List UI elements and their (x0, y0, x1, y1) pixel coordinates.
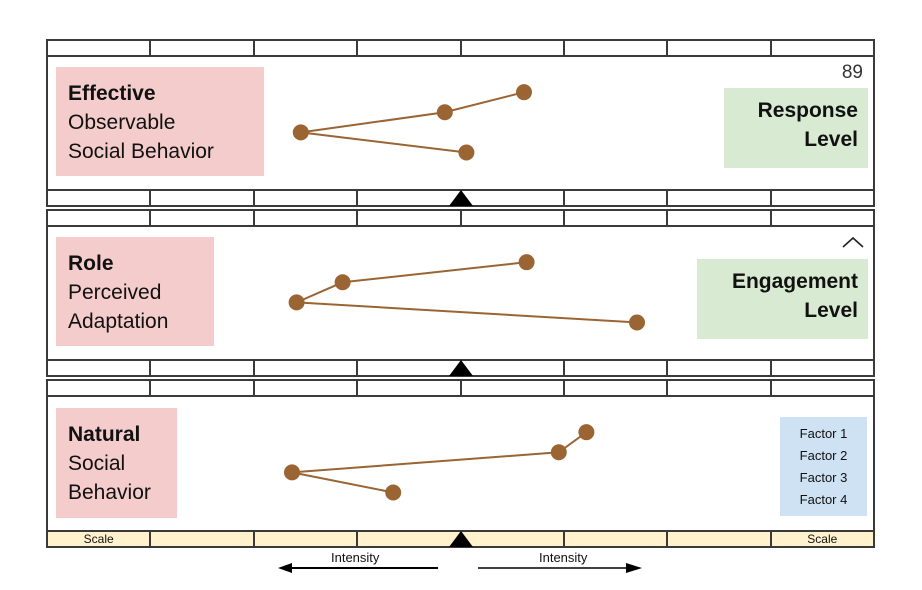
panel-effective: Effective Observable Social Behavior 89 … (46, 39, 875, 207)
top-bar (48, 381, 873, 397)
arrow-right-icon (478, 563, 642, 573)
label-line: Perceived (68, 281, 162, 304)
factor-item: Factor 3 (799, 470, 848, 485)
series-line (291, 431, 587, 494)
label-box: Effective Observable Social Behavior (56, 67, 264, 176)
label-line: Adaptation (68, 310, 169, 333)
scale-label-left: Scale (48, 532, 152, 546)
factor-item: Factor 1 (799, 426, 848, 441)
center-marker-icon (449, 190, 473, 206)
label-title: Effective (68, 82, 156, 105)
panel-natural: Natural Social Behavior Factor 1 Factor … (46, 379, 875, 548)
center-marker-icon (449, 360, 473, 376)
label-title: Role (68, 252, 114, 275)
data-point (292, 124, 309, 141)
data-point (516, 84, 532, 101)
data-point (629, 314, 645, 331)
label-line: Observable (68, 111, 176, 134)
data-point (458, 144, 475, 161)
label-line: Behavior (68, 481, 151, 504)
data-point (578, 424, 595, 441)
level-line: Engagement (731, 270, 858, 293)
scale-label-right: Scale (807, 532, 838, 546)
label-line: Social Behavior (68, 140, 214, 163)
data-point (288, 294, 305, 311)
label-line: Social (68, 452, 126, 475)
score-badge: 89 (841, 62, 863, 83)
series-line (296, 261, 638, 324)
intensity-label-right: Intensity (539, 550, 588, 565)
data-point (334, 274, 351, 291)
level-box: Response Level (724, 88, 868, 168)
level-line: Level (804, 299, 858, 322)
level-box: Engagement Level (697, 259, 868, 339)
data-point (518, 254, 535, 271)
factor-item: Factor 2 (799, 448, 848, 463)
panel-role: Role Perceived Adaptation Engagement Lev… (46, 209, 875, 377)
data-point (284, 464, 300, 481)
data-point (436, 104, 453, 121)
top-bar (48, 211, 873, 227)
label-box: Natural Social Behavior (56, 408, 177, 518)
factor-item: Factor 4 (799, 492, 848, 507)
chevron-up-icon[interactable] (841, 235, 865, 249)
label-title: Natural (68, 423, 141, 446)
arrow-left-icon (278, 563, 438, 573)
data-point (550, 444, 567, 461)
level-line: Level (804, 128, 858, 151)
label-box: Role Perceived Adaptation (56, 237, 214, 346)
series-line (300, 91, 525, 154)
top-bar (48, 41, 873, 57)
center-marker-icon (449, 531, 473, 547)
data-point (385, 484, 402, 501)
factor-legend: Factor 1 Factor 2 Factor 3 Factor 4 (780, 417, 867, 516)
level-line: Response (757, 99, 858, 122)
intensity-label-left: Intensity (331, 550, 380, 565)
